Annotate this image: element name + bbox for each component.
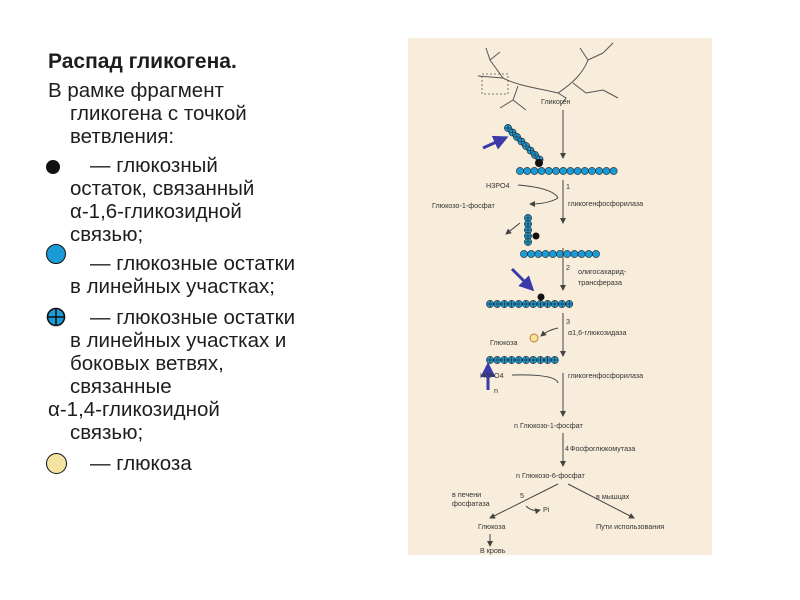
label-enzyme-glucosidase: α1,6-глюкозидаза xyxy=(568,328,626,337)
step-number: 2 xyxy=(566,263,570,272)
black-dot-icon xyxy=(46,160,60,174)
crossed-circle-icon xyxy=(46,307,66,327)
label-glycogen: Гликоген xyxy=(541,97,570,106)
label-n-glucose-1-phosphate: n Глюкозо-1-фосфат xyxy=(514,421,583,430)
glucose-residue xyxy=(548,250,557,258)
label-muscle: в мышцах xyxy=(596,492,630,501)
glucose-residue xyxy=(552,167,560,175)
glucose-residue xyxy=(520,250,528,258)
label-glucose-1-phosphate: Глюкозо-1-фосфат xyxy=(432,201,495,210)
legend-text: — глюкозные остатки xyxy=(90,252,296,275)
yellow-dot-icon xyxy=(46,453,67,474)
legend-text-block: Распад гликогена. В рамке фрагмент глико… xyxy=(46,50,378,475)
free-glucose-dot xyxy=(529,333,539,343)
glucose-residue xyxy=(573,167,582,175)
glucose-residue xyxy=(541,250,550,258)
glucose-residue xyxy=(544,167,553,175)
glucose-residue xyxy=(523,167,532,175)
fragment-frame xyxy=(481,73,509,95)
label-usage-pathways: Пути использования xyxy=(596,522,664,531)
glucose-residue xyxy=(537,167,546,175)
legend-text: — глюкозный xyxy=(90,154,218,177)
label-glucose: Глюкоза xyxy=(490,338,518,347)
legend-text: связанные xyxy=(70,375,172,398)
legend-item-branch-residues: — глюкозные остатки в линейных участках … xyxy=(46,306,378,444)
label-enzyme-phosphorylase: гликогенфосфорилаза xyxy=(568,371,643,380)
intro-line: ветвления: xyxy=(70,125,175,148)
pointer-arrow xyxy=(482,135,509,150)
glucose-residue xyxy=(516,167,524,175)
label-h3po4: H3PO4 xyxy=(486,181,510,190)
pointer-arrow xyxy=(510,267,535,292)
glycogen-tree xyxy=(477,42,619,111)
step-number: 4 xyxy=(565,444,569,453)
legend-text: в линейных участках; xyxy=(70,275,275,298)
glycogen-fragment-4 xyxy=(486,356,559,364)
legend-item-linear-residues: — глюкозные остатки в линейных участках; xyxy=(46,244,378,298)
glucose-residue xyxy=(570,250,579,258)
legend-text: α-1,6-гликозидной xyxy=(70,200,242,223)
glycogen-fragment-1 xyxy=(504,124,618,175)
intro-line: В рамке фрагмент xyxy=(48,79,224,102)
legend-text: — глюкозные остатки xyxy=(90,306,296,329)
legend-text: α-1,4-гликозидной xyxy=(48,398,220,421)
legend-item-glucose: — глюкоза xyxy=(46,452,378,475)
glucose-residue xyxy=(527,250,536,258)
intro-line: гликогена с точкой xyxy=(70,102,247,125)
glucose-residue xyxy=(588,167,596,175)
legend-text: в линейных участках и xyxy=(70,329,287,352)
step-number: 5 xyxy=(520,491,524,500)
label-enzyme-transferase: трансфераза xyxy=(578,278,622,287)
legend-item-branch-point: — глюкозный остаток, связанный α-1,6-гли… xyxy=(46,154,378,246)
glycogen-fragment-2 xyxy=(520,214,600,258)
glucose-residue xyxy=(584,250,593,258)
glucose-residue xyxy=(595,167,604,175)
blue-dot-icon xyxy=(46,244,66,264)
glycogen-breakdown-diagram: Гликоген H3PO4 1 Глюкозо-1-фосфат гликог… xyxy=(408,38,712,555)
glucose-residue xyxy=(563,250,572,258)
label-enzyme-mutase: Фосфоглюкомутаза xyxy=(570,444,635,453)
glucose-residue xyxy=(566,167,575,175)
label-to-blood: В кровь xyxy=(480,546,506,555)
glucose-residue xyxy=(530,167,539,175)
label-h3po4: H3PO4 xyxy=(480,371,504,380)
diagram-canvas: Гликоген H3PO4 1 Глюкозо-1-фосфат гликог… xyxy=(432,42,664,555)
glucose-residue xyxy=(559,167,568,175)
label-liver: в печени xyxy=(452,490,481,499)
branch-point-dot xyxy=(535,159,543,167)
label-pi: Pi xyxy=(543,505,550,514)
label-enzyme-phosphorylase: гликогенфосфорилаза xyxy=(568,199,643,208)
label-glucose: Глюкоза xyxy=(478,522,506,531)
label-phosphatase: фосфатаза xyxy=(452,499,490,508)
legend-text: связью; xyxy=(70,223,144,246)
glucose-residue xyxy=(534,250,543,258)
glucose-residue xyxy=(609,167,618,175)
step-number: 3 xyxy=(566,317,570,326)
label-enzyme-transferase: олигосахарид- xyxy=(578,267,627,276)
legend-text: остаток, связанный xyxy=(70,177,255,200)
glycogen-fragment-3 xyxy=(486,293,574,308)
legend-text: — глюкоза xyxy=(90,452,192,475)
label-n: n xyxy=(494,386,498,395)
step-number: 1 xyxy=(566,182,570,191)
legend-text: связью; xyxy=(70,421,144,444)
legend-text: боковых ветвях, xyxy=(70,352,224,375)
slide-title: Распад гликогена. xyxy=(48,50,237,73)
glucose-residue xyxy=(592,250,600,258)
glucose-residue xyxy=(577,250,586,258)
label-n-glucose-6-phosphate: n Глюкозо-6-фосфат xyxy=(516,471,585,480)
glucose-residue xyxy=(602,167,611,175)
glucose-residue xyxy=(580,167,589,175)
